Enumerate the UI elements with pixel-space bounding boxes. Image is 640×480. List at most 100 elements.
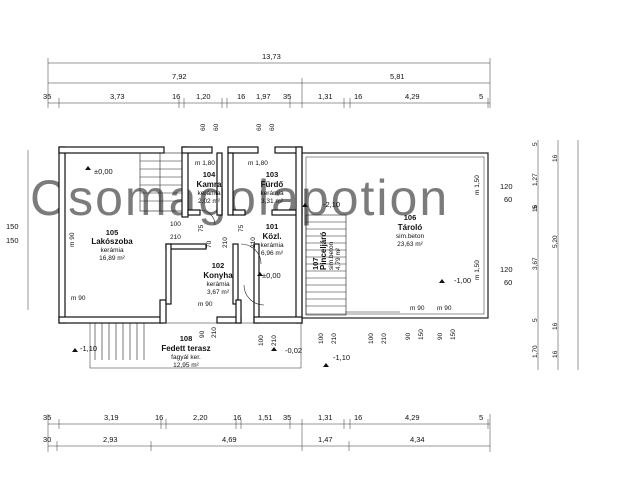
room-102: 102 Konyha kerámia 3,67 m² — [203, 261, 233, 296]
opening-top-60-0: 60 — [200, 123, 207, 131]
dim-top-row3-4: 16 — [237, 92, 245, 101]
dim-left-0: 150 — [6, 222, 19, 231]
dim-bot-row1-2: 16 — [155, 413, 163, 422]
dim-right-9: 1,70 — [532, 345, 539, 358]
level-0: ±0,00 — [94, 167, 113, 176]
walls — [58, 146, 303, 324]
opening-100-c: 100 — [368, 333, 375, 344]
room-number: 103 — [266, 170, 279, 179]
level-5: -0,02 — [285, 346, 302, 355]
room-name: Közl. — [262, 232, 281, 241]
dim-top-row3-3: 1,20 — [196, 92, 211, 101]
room-material: kerámia — [100, 247, 124, 254]
room-area: 2,02 m² — [198, 198, 221, 205]
level-marker-icon — [72, 166, 445, 367]
opening-m90-c: m 90 — [198, 301, 213, 308]
dim-total: 13,73 — [262, 52, 281, 61]
dim-bot-row1-1: 3,19 — [104, 413, 119, 422]
room-area: 3,67 m² — [207, 289, 230, 296]
opening-210-e: 210 — [331, 333, 338, 344]
dim-right-4: 16 — [532, 204, 539, 212]
opening-150-b: 150 — [450, 329, 457, 340]
dim-right-2: 16 — [552, 154, 559, 162]
dim-top-row2-b: 5,81 — [390, 72, 405, 81]
room-number: 104 — [203, 170, 216, 179]
dim-right-10: 16 — [552, 350, 559, 358]
room-106: 106 Tároló sim.beton 23,63 m² — [396, 213, 425, 248]
room-material: sim.beton — [328, 241, 335, 270]
opening-90-b: 90 — [405, 332, 412, 340]
opening-top-60-1: 60 — [213, 123, 220, 131]
dim-bot-row1-5: 1,51 — [258, 413, 273, 422]
opening-top-60-3: 60 — [269, 123, 276, 131]
room-area: 6,96 m² — [261, 250, 284, 257]
dim-bot-row1-3: 2,20 — [193, 413, 208, 422]
dim-top-row3-5: 1,97 — [256, 92, 271, 101]
opening-70: 70 — [206, 240, 213, 248]
dimension-left: 150 150 — [6, 150, 29, 310]
room-area: 16,89 m² — [99, 255, 125, 262]
dim-bot-row2-0: 30 — [43, 435, 51, 444]
dim-right-5: 3,67 — [532, 257, 539, 270]
room-name: Pinceljáró — [319, 232, 328, 270]
dim-top-row3-9: 4,29 — [405, 92, 420, 101]
opening-150-a: 150 — [418, 329, 425, 340]
dim-right-0: 5 — [532, 142, 539, 146]
room-area: 4,79 m² — [335, 247, 342, 270]
opening-210-d: 210 — [271, 335, 278, 346]
level-2: ±0,00 — [262, 271, 281, 280]
room-number: 102 — [212, 261, 225, 270]
room-name: Konyha — [203, 271, 233, 280]
watermark: Csomagolapotion — [30, 170, 449, 226]
opening-m180-a: m 1,80 — [195, 160, 215, 167]
dim-top-row3-2: 16 — [172, 92, 180, 101]
opening-top-60-2: 60 — [256, 123, 263, 131]
staircase — [139, 152, 183, 212]
dim-bot-row1-4: 16 — [233, 413, 241, 422]
dim-right-inner-0: 120 — [500, 182, 513, 191]
room-number: 107 — [311, 257, 320, 270]
door-swings — [199, 209, 265, 306]
room-material: kerámia — [197, 190, 221, 197]
level-1: -2,10 — [323, 200, 340, 209]
cellar-stair — [305, 214, 347, 316]
dim-top-row3-7: 1,31 — [318, 92, 333, 101]
room-name: Kamra — [197, 180, 222, 189]
opening-100-a: 100 — [258, 335, 265, 346]
room-name: Fedett terasz — [161, 344, 210, 353]
opening-100-b: 100 — [318, 333, 325, 344]
level-4: -1,10 — [80, 344, 97, 353]
opening-m90-e: m 90 — [437, 305, 452, 312]
dim-bot-row1-8: 16 — [354, 413, 362, 422]
dimension-chains-top: 13,73 7,92 5,81 35 3,73 16 1,20 16 1,97 … — [43, 52, 491, 108]
room-material: kerámia — [260, 242, 284, 249]
level-6: -1,10 — [333, 353, 350, 362]
opening-m150-a: m 1,50 — [474, 175, 481, 195]
dim-top-row2-a: 7,92 — [172, 72, 187, 81]
dim-bot-row2-4: 4,34 — [410, 435, 425, 444]
room-name: Fürdő — [261, 180, 284, 189]
room-area: 23,63 m² — [397, 241, 423, 248]
room-material: sim.beton — [396, 233, 425, 240]
terrace — [89, 322, 302, 369]
room-number: 108 — [180, 334, 193, 343]
dim-right-3: 5 — [532, 205, 539, 209]
dim-bot-row1-10: 5 — [479, 413, 483, 422]
opening-m90-b: m 90 — [71, 295, 86, 302]
dim-right-inner-1: 60 — [504, 195, 512, 204]
dim-bot-row1-6: 35 — [283, 413, 291, 422]
room-material: kerámia — [206, 281, 230, 288]
opening-90-a: 90 — [199, 330, 206, 338]
opening-75-a: 75 — [198, 224, 205, 232]
room-105: 105 Lakószoba kerámia 16,89 m² — [91, 228, 133, 262]
dim-right-6: 5,20 — [552, 235, 559, 248]
room-area: 3,31 m² — [261, 198, 284, 205]
opening-m180-b: m 1,80 — [248, 160, 268, 167]
opening-210-c: 210 — [211, 327, 218, 338]
dim-right-inner-2: 120 — [500, 265, 513, 274]
opening-210-f: 210 — [381, 333, 388, 344]
room-number: 101 — [266, 222, 279, 231]
room-name: Tároló — [398, 223, 423, 232]
room-108: 108 Fedett terasz fagyál ker. 12,95 m² — [161, 334, 210, 369]
